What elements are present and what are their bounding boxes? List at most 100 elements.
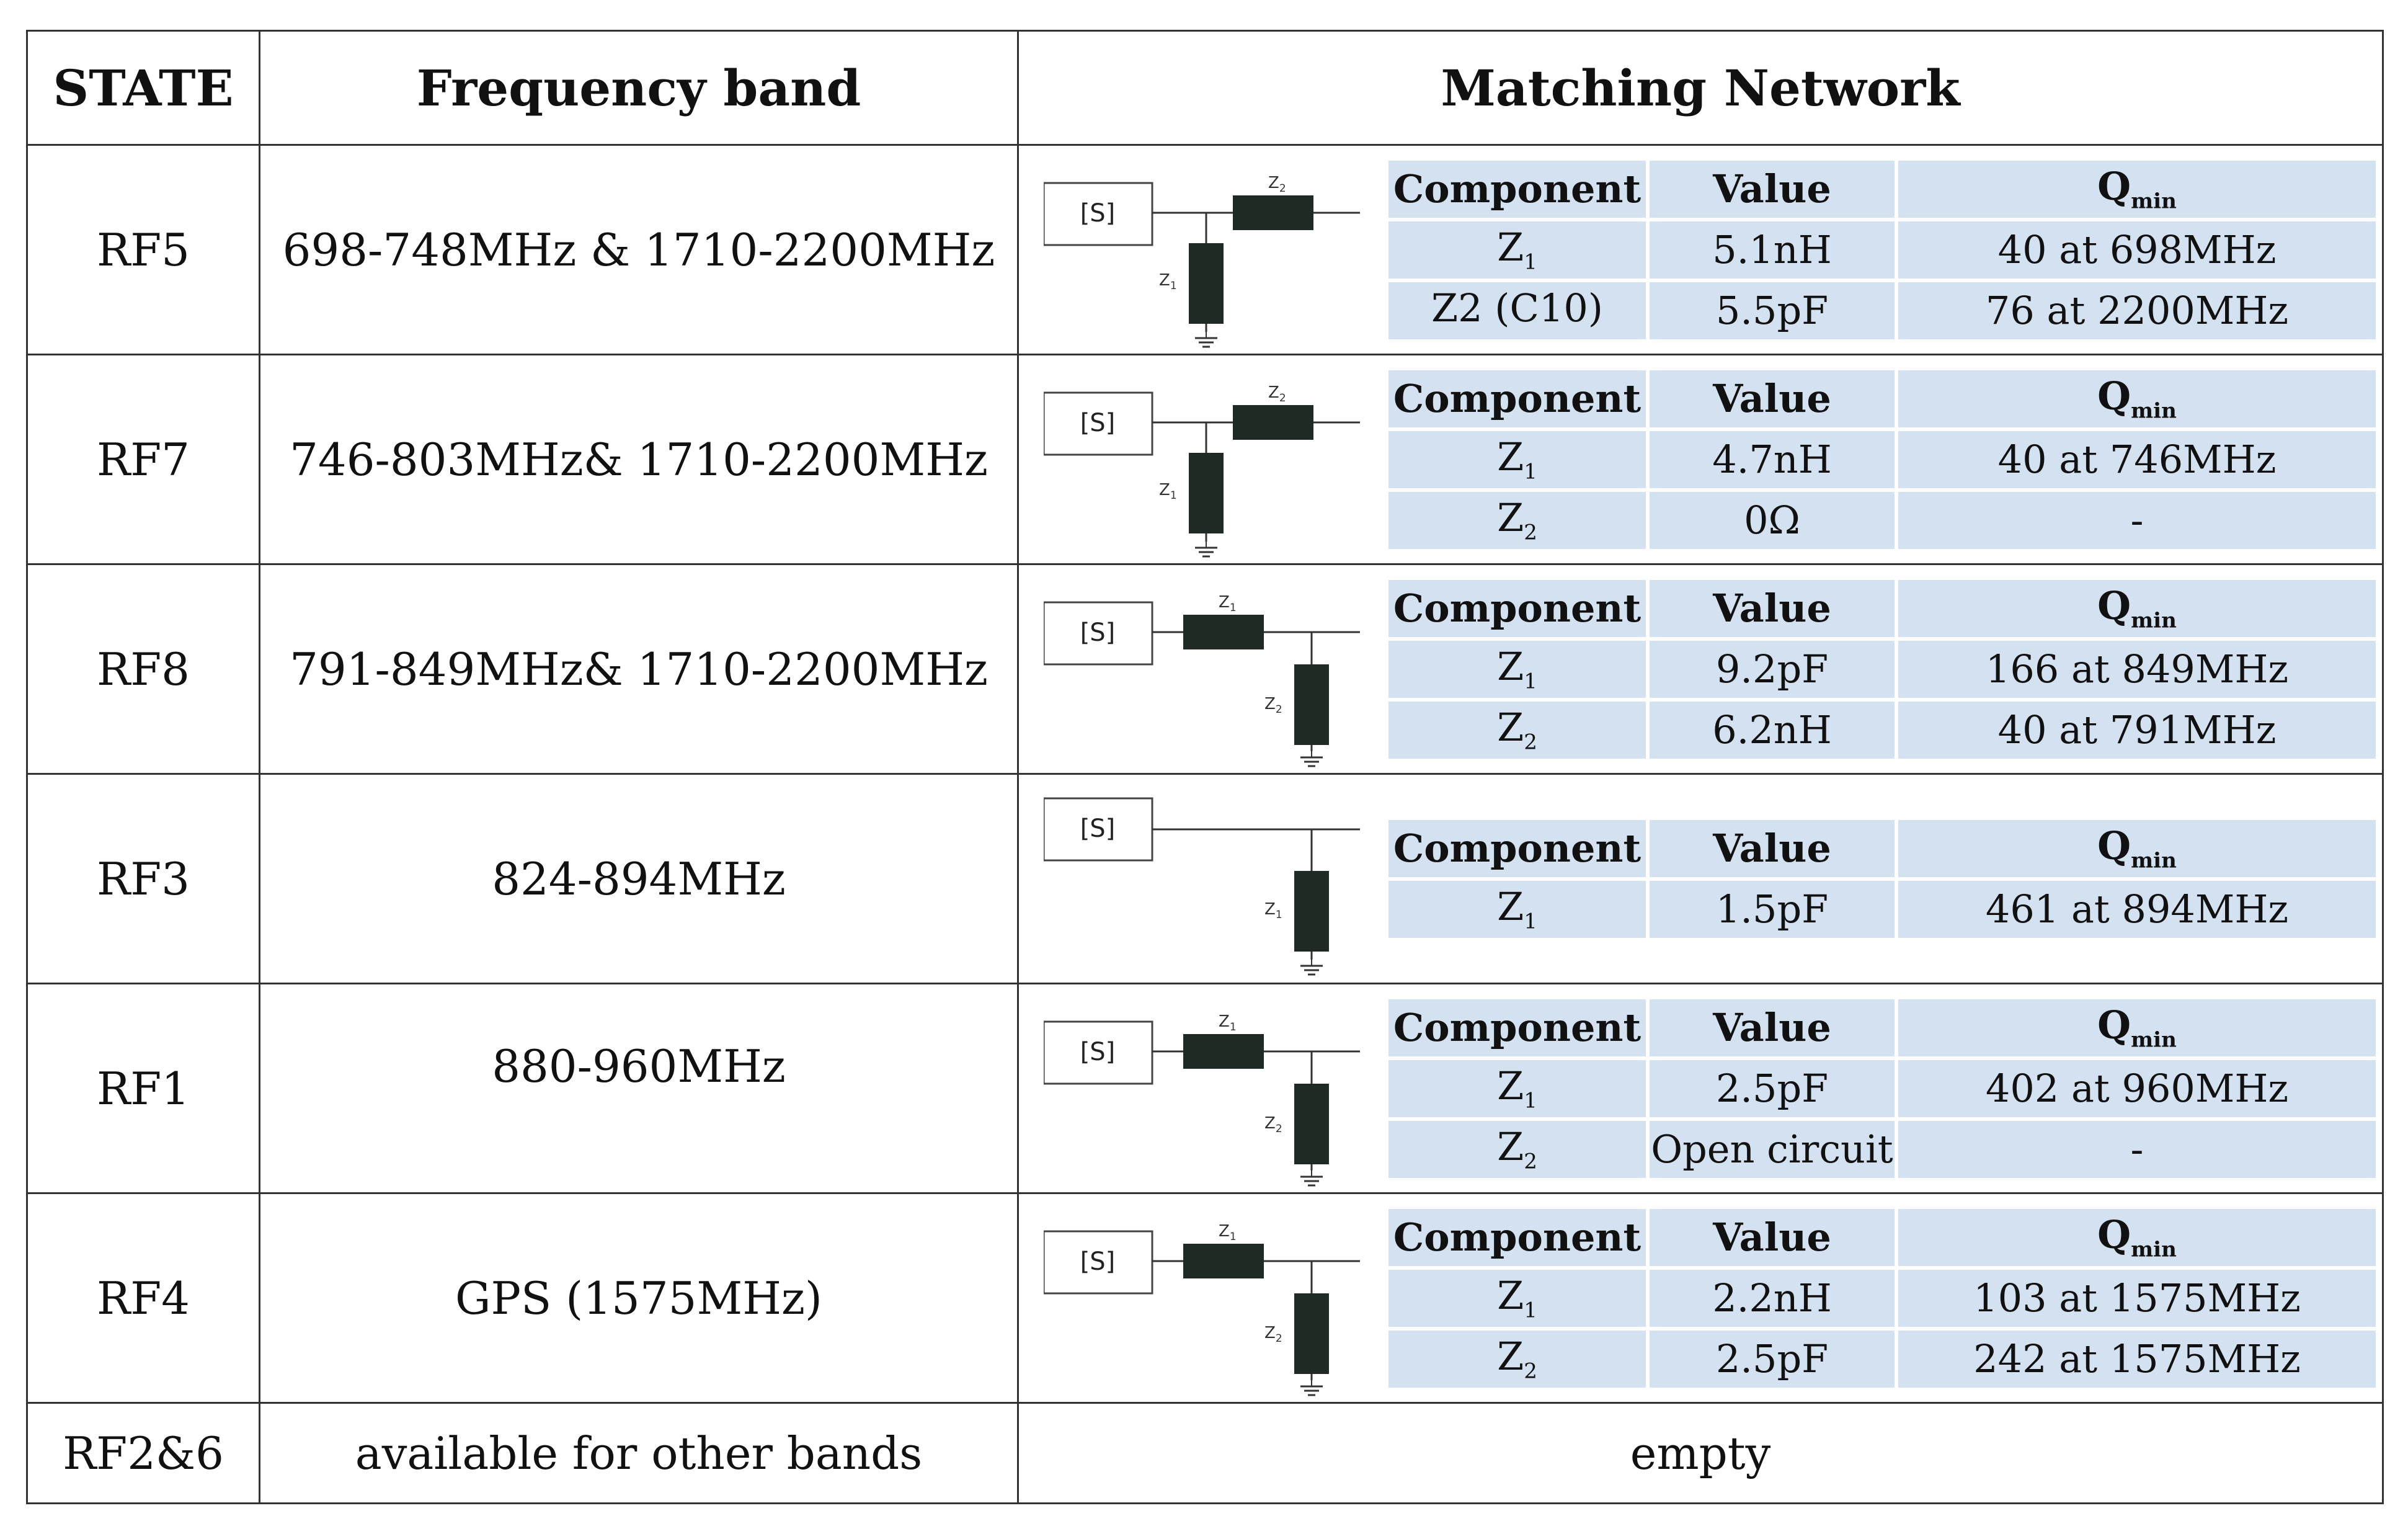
z2-label: Z2 xyxy=(1264,1114,1282,1135)
source-block xyxy=(1044,1020,1153,1085)
band-cell: 824-894MHz xyxy=(259,773,1019,984)
component-value: 5.1nH xyxy=(1650,221,1895,279)
qmin-label: Q xyxy=(2097,164,2131,210)
component-name: Z2 xyxy=(1388,1330,1646,1388)
component-header: Component xyxy=(1388,999,1646,1056)
band-cell: 698-748MHz & 1710-2200MHz xyxy=(259,144,1019,355)
component-qmin: 76 at 2200MHz xyxy=(1898,282,2376,339)
source-block xyxy=(1044,1230,1153,1295)
component-value: 0Ω xyxy=(1650,491,1895,549)
component-qmin: 242 at 1575MHz xyxy=(1898,1330,2376,1388)
component-symbol: Z xyxy=(1497,1273,1524,1319)
z1-label-text: Z xyxy=(1219,593,1230,612)
shunt-component-z2 xyxy=(1294,664,1329,745)
shunt-component-z1 xyxy=(1189,453,1224,533)
component-subscript: 1 xyxy=(1524,1088,1537,1113)
component-subscript: 2 xyxy=(1524,1149,1537,1174)
z1-label: Z1 xyxy=(1159,481,1177,502)
component-subscript: 1 xyxy=(1524,909,1537,934)
shunt-component-z1 xyxy=(1294,871,1329,952)
qmin-subscript: min xyxy=(2131,1237,2177,1262)
z1-label-subscript: 1 xyxy=(1230,1021,1237,1033)
component-qmin: - xyxy=(1898,491,2376,549)
component-value: Open circuit xyxy=(1650,1120,1895,1178)
z1-label-subscript: 1 xyxy=(1230,602,1237,614)
component-name: Z1 xyxy=(1388,1269,1646,1327)
shunt-component-z2 xyxy=(1294,1084,1329,1164)
qmin-subscript: min xyxy=(2131,398,2177,424)
component-symbol: Z xyxy=(1497,884,1524,930)
component-symbol: Z xyxy=(1497,495,1524,541)
z2-label-subscript: 2 xyxy=(1279,182,1286,195)
header-row: STATE Frequency band Matching Network xyxy=(26,30,2384,146)
component-qmin: 40 at 791MHz xyxy=(1898,701,2376,759)
z2-label-text: Z xyxy=(1264,1324,1276,1342)
component-symbol: Z2 (C10) xyxy=(1431,285,1603,331)
shunt-component-z2 xyxy=(1294,1293,1329,1374)
table-row: RF2&6 available for other bands empty xyxy=(26,1402,2384,1504)
z2-label: Z2 xyxy=(1268,383,1286,404)
z2-label-text: Z xyxy=(1264,695,1276,713)
state-cell: RF3 xyxy=(26,773,260,984)
component-name: Z1 xyxy=(1388,221,1646,279)
value-header: Value xyxy=(1650,819,1895,877)
z1-label-text: Z xyxy=(1219,1222,1230,1241)
state-cell: RF4 xyxy=(26,1192,260,1404)
component-header: Component xyxy=(1388,579,1646,637)
schematic-shunt-only: [S]Z1 xyxy=(1044,797,1360,976)
series-component-z1 xyxy=(1183,615,1264,649)
value-header: Value xyxy=(1650,370,1895,427)
z2-label: Z2 xyxy=(1268,174,1286,195)
z2-label-subscript: 2 xyxy=(1279,392,1286,404)
source-block xyxy=(1044,182,1153,246)
state-cell: RF7 xyxy=(26,354,260,565)
series-component-z2 xyxy=(1233,195,1313,230)
component-qmin: 40 at 698MHz xyxy=(1898,221,2376,279)
component-subscript: 1 xyxy=(1524,249,1537,275)
source-label: [S] xyxy=(1080,1038,1116,1066)
component-value: 2.2nH xyxy=(1650,1269,1895,1327)
component-value: 4.7nH xyxy=(1650,430,1895,488)
z1-label: Z1 xyxy=(1219,1222,1237,1243)
component-name: Z1 xyxy=(1388,640,1646,698)
state-cell: RF2&6 xyxy=(26,1402,260,1504)
component-qmin: 103 at 1575MHz xyxy=(1898,1269,2376,1327)
band-cell: 880-960MHz xyxy=(259,983,1019,1194)
qmin-subscript: min xyxy=(2131,1027,2177,1053)
band-cell: GPS (1575MHz) xyxy=(259,1192,1019,1404)
source-block xyxy=(1044,391,1153,456)
source-label: [S] xyxy=(1080,618,1116,647)
shunt-component-z1 xyxy=(1189,243,1224,324)
z1-label: Z1 xyxy=(1159,271,1177,292)
z1-label: Z1 xyxy=(1264,900,1282,921)
component-symbol: Z xyxy=(1497,1124,1524,1170)
z1-label: Z1 xyxy=(1219,593,1237,614)
series-component-z2 xyxy=(1233,405,1313,440)
component-name: Z1 xyxy=(1388,880,1646,938)
qmin-header: Qmin xyxy=(1898,999,2376,1056)
component-header: Component xyxy=(1388,370,1646,427)
